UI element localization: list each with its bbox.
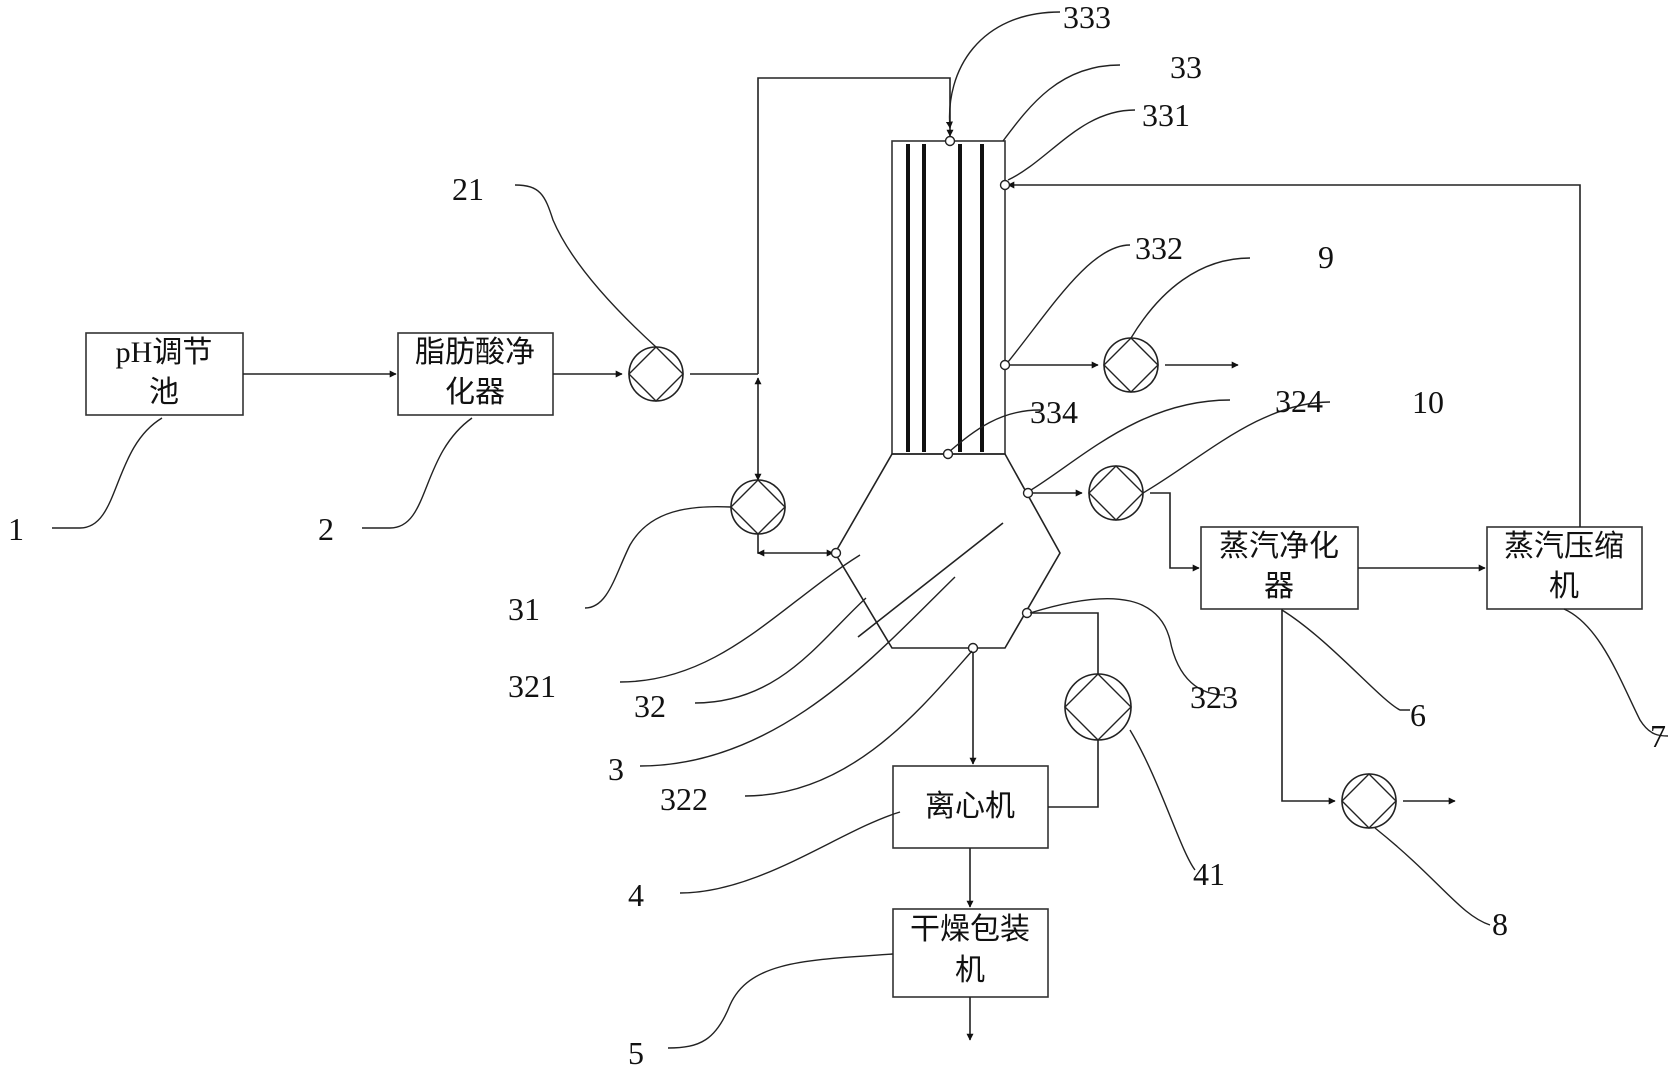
ref-323: 323 <box>1190 679 1238 715</box>
pump-41 <box>1064 673 1132 741</box>
dryer-packer-label-line2: 机 <box>955 954 985 987</box>
steam-purifier-label-line1: 蒸汽净化 <box>1219 530 1339 563</box>
pump-8 <box>1341 773 1397 829</box>
evaporator-column <box>891 140 1006 455</box>
leader-331 <box>1007 109 1136 181</box>
pump-9 <box>1103 337 1159 393</box>
flow-pump10-to-steam-purifier <box>1150 492 1200 572</box>
ref-31: 31 <box>508 591 540 627</box>
ref-321: 321 <box>508 668 556 704</box>
dryer-packer-box: 干燥包装 机 <box>892 908 1049 998</box>
pump-31 <box>730 479 786 535</box>
leader-334 <box>949 409 1041 452</box>
pump-21 <box>628 346 684 402</box>
ref-9: 9 <box>1318 239 1334 275</box>
port-333 <box>944 135 956 147</box>
fatty-acid-purifier-label-line2: 化器 <box>445 376 505 409</box>
leader-31 <box>584 505 732 609</box>
ref-21: 21 <box>452 171 484 207</box>
centrifuge-label: 离心机 <box>925 790 1015 823</box>
leader-1 <box>52 417 163 529</box>
port-331 <box>999 179 1011 191</box>
ref-324: 324 <box>1275 383 1323 419</box>
leader-2 <box>362 417 473 529</box>
leader-332 <box>1007 244 1131 363</box>
leader-9 <box>1130 257 1251 339</box>
leader-7 <box>1563 608 1669 737</box>
reference-numbers: 1 2 3 4 5 6 7 8 9 10 21 31 32 33 41 321 … <box>8 0 1666 1071</box>
flow-compressor-to-column <box>1007 181 1581 527</box>
ref-332: 332 <box>1135 230 1183 266</box>
ref-6: 6 <box>1410 697 1426 733</box>
steam-compressor-box: 蒸汽压缩 机 <box>1486 526 1643 610</box>
crystallizer-baffle <box>857 522 1004 638</box>
steam-purifier-label-line2: 器 <box>1264 570 1294 603</box>
leader-321 <box>619 554 861 683</box>
leader-32 <box>694 597 867 704</box>
leader-323 <box>1029 597 1226 696</box>
port-334 <box>942 448 954 460</box>
fatty-acid-purifier-box: 脂肪酸净 化器 <box>397 332 554 416</box>
ref-32: 32 <box>634 688 666 724</box>
leader-33 <box>1002 64 1121 142</box>
steam-purifier-box: 蒸汽净化 器 <box>1200 526 1359 610</box>
ref-5: 5 <box>628 1035 644 1071</box>
ref-3: 3 <box>608 751 624 787</box>
leader-8 <box>1374 827 1491 926</box>
fatty-acid-purifier-label-line1: 脂肪酸净 <box>415 336 535 369</box>
port-324 <box>1022 487 1034 499</box>
leader-21 <box>514 184 657 348</box>
ref-10: 10 <box>1412 384 1444 420</box>
ref-41: 41 <box>1193 856 1225 892</box>
ref-8: 8 <box>1492 906 1508 942</box>
ph-tank-label-line1: pH调节 <box>116 336 213 369</box>
leader-322 <box>744 650 973 797</box>
ph-tank-label-line2: 池 <box>149 376 179 409</box>
steam-compressor-label-line2: 机 <box>1549 570 1579 603</box>
leader-324 <box>1030 399 1231 491</box>
dryer-packer-label-line1: 干燥包装 <box>910 913 1030 946</box>
port-321 <box>830 547 842 559</box>
port-332 <box>999 359 1011 371</box>
port-dots <box>830 135 1034 654</box>
ref-333: 333 <box>1063 0 1111 35</box>
ref-7: 7 <box>1650 718 1666 754</box>
leader-41 <box>1129 729 1196 871</box>
ref-2: 2 <box>318 511 334 547</box>
ph-tank-box: pH调节 池 <box>85 332 244 416</box>
ref-1: 1 <box>8 511 24 547</box>
leader-4 <box>679 811 901 894</box>
leader-6 <box>1281 609 1410 711</box>
pump-10 <box>1088 465 1144 521</box>
leader-3 <box>639 576 956 767</box>
crystallizer-body <box>834 453 1061 649</box>
ref-322: 322 <box>660 781 708 817</box>
flow-steam-purifier-to-pump8 <box>1281 609 1336 805</box>
leader-10 <box>1142 401 1331 494</box>
leader-333 <box>945 11 1061 129</box>
leader-5 <box>667 953 894 1049</box>
leader-lines <box>52 11 1669 1049</box>
steam-compressor-label-line1: 蒸汽压缩 <box>1504 530 1624 563</box>
ref-33: 33 <box>1170 49 1202 85</box>
port-322 <box>967 642 979 654</box>
ref-331: 331 <box>1142 97 1190 133</box>
centrifuge-box: 离心机 <box>892 765 1049 849</box>
ref-334: 334 <box>1030 394 1078 430</box>
ref-4: 4 <box>628 877 644 913</box>
flow-pump31-to-body <box>757 534 834 557</box>
